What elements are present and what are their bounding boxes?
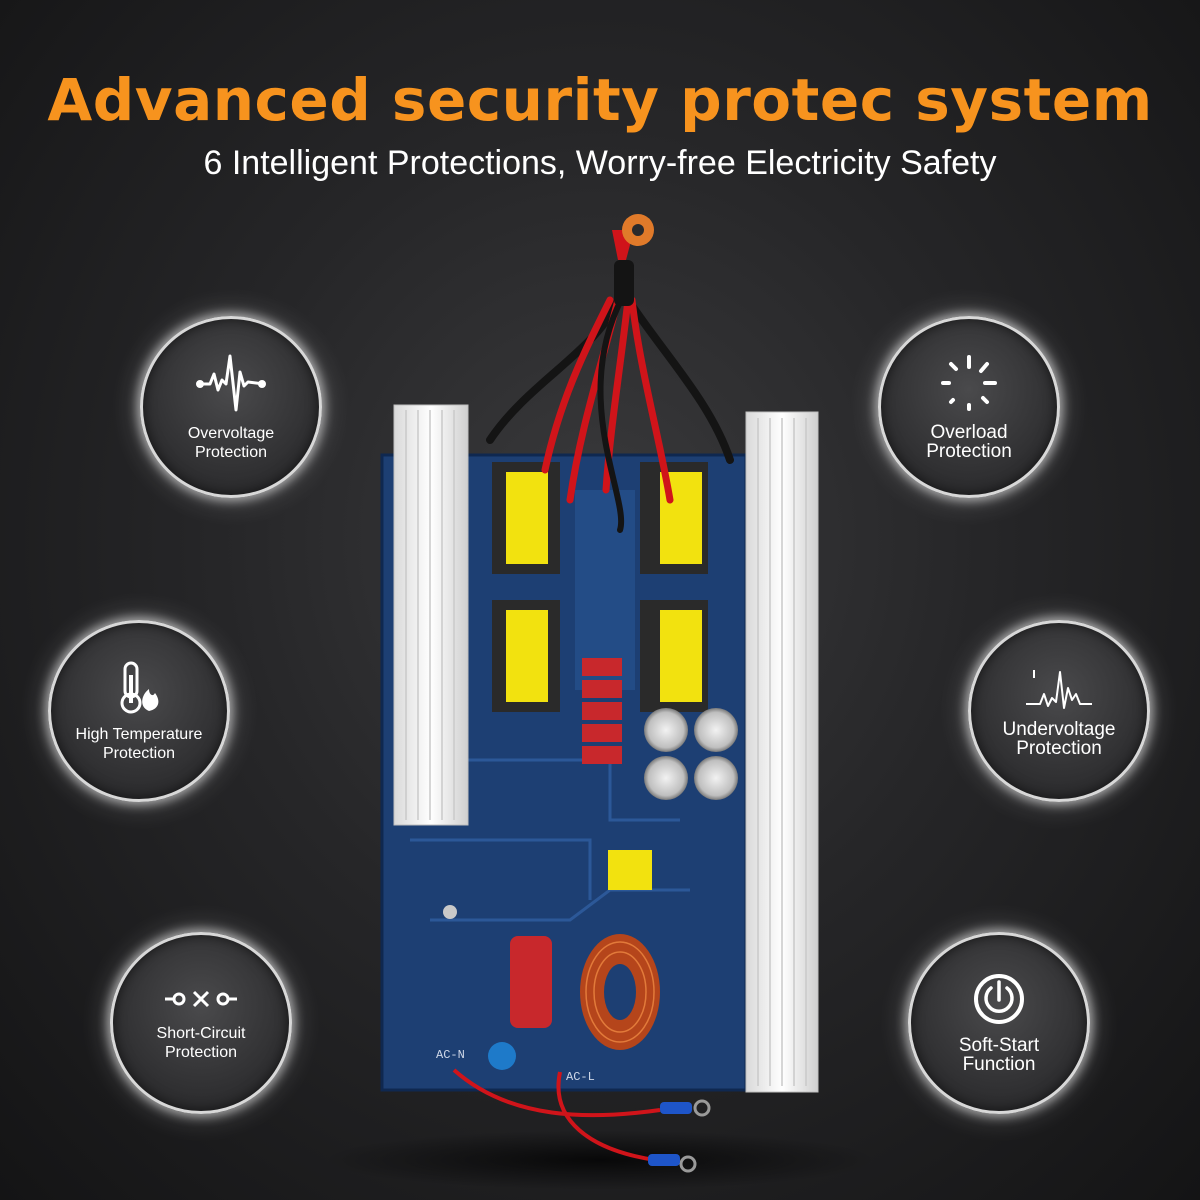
feature-label: High Temperature Protection [75, 726, 203, 762]
board-shadow [320, 1130, 880, 1190]
thermometer-flame-icon [120, 661, 159, 714]
feature-high-temperature: High Temperature Protection [48, 620, 230, 802]
inverter-board-image: AC-N AC-L [380, 214, 819, 1173]
power-icon [974, 974, 1024, 1024]
page-subtitle: 6 Intelligent Protections, Worry-free El… [203, 144, 997, 182]
feature-overvoltage: Overvoltage Protection [140, 316, 322, 498]
ring-terminal-top [612, 214, 654, 260]
broken-circuit-icon [165, 990, 237, 1008]
heartbeat-wave-icon [196, 354, 266, 412]
label-ac-l: AC-L [566, 1070, 595, 1084]
film-capacitors [510, 658, 622, 1028]
feature-short-circuit: Short-Circuit Protection [110, 932, 292, 1114]
electrolytic-capacitors [644, 708, 738, 800]
ac-output-wires [452, 1068, 711, 1173]
feature-label: Overvoltage Protection [187, 425, 275, 461]
heatsink-left [393, 404, 469, 826]
page-title: Advanced security protec system [47, 66, 1153, 134]
feature-undervoltage: Undervoltage Protection [968, 620, 1150, 802]
dc-cables [486, 260, 734, 533]
label-ac-n: AC-N [436, 1048, 465, 1062]
feature-label: Soft-Start Function [958, 1035, 1040, 1075]
feature-label: Overload Protection [926, 422, 1012, 462]
feature-soft-start: Soft-Start Function [908, 932, 1090, 1114]
heatsink-right [745, 411, 819, 1093]
loading-spinner-icon [941, 355, 997, 411]
toroid-inductor [580, 934, 660, 1050]
feature-label: Short-Circuit Protection [156, 1025, 246, 1061]
low-wave-icon [1026, 670, 1092, 709]
feature-label: Undervoltage Protection [1002, 719, 1116, 759]
transformers [492, 462, 708, 890]
feature-overload: Overload Protection [878, 316, 1060, 498]
